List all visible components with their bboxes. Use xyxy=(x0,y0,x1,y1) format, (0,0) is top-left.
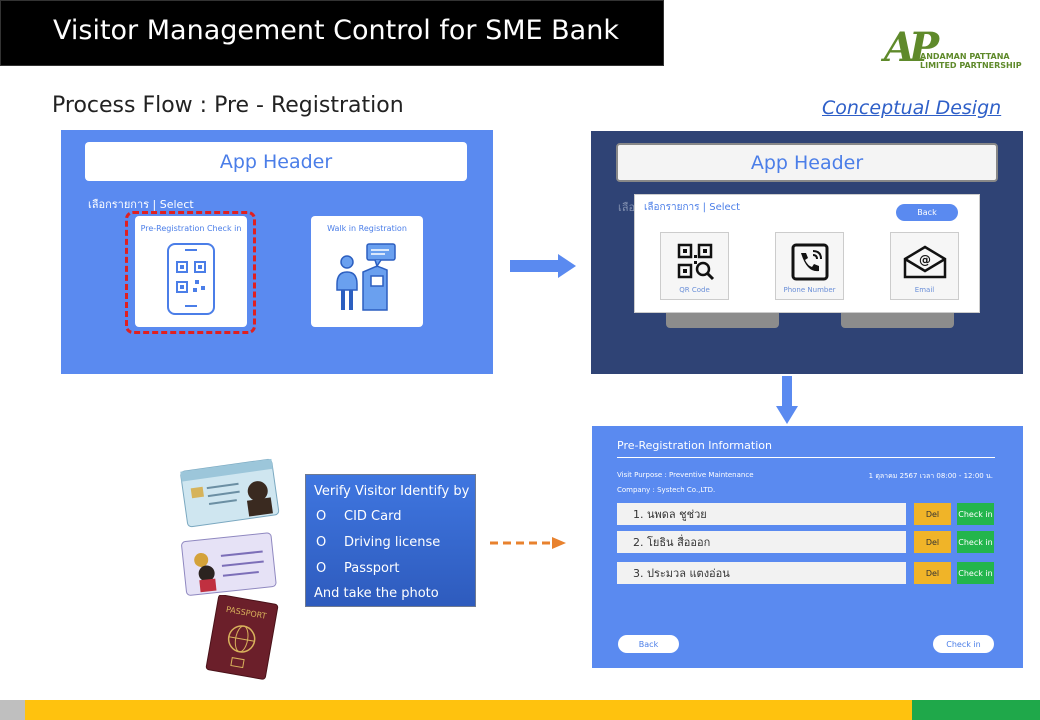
email-option-label: Email xyxy=(914,286,935,294)
logo-line2: LIMITED PARTNERSHIP xyxy=(920,61,1022,70)
verify-bullet: O xyxy=(316,535,327,550)
verify-item-cid: CID Card xyxy=(344,509,402,524)
company-name: Company : Systech Co.,LTD. xyxy=(617,486,716,494)
visitor-row: 1. นพดล ชูช่วย Del Check in xyxy=(617,503,995,525)
dialog-select-label: เลือกรายการ | Select xyxy=(644,202,741,213)
screen3-title: Pre-Registration Information xyxy=(617,439,772,452)
visit-datetime: 1 ตุลาคม 2567 เวลา 08:00 - 12:00 น. xyxy=(868,472,993,480)
dashed-arrow-right xyxy=(490,537,566,549)
row-checkin-button[interactable]: Check in xyxy=(957,531,994,553)
pre-registration-card[interactable]: Pre-Registration Check in xyxy=(135,216,247,327)
walk-in-registration-card[interactable]: Walk in Registration xyxy=(311,216,423,327)
id-card-image xyxy=(180,458,280,528)
phone-qr-icon xyxy=(167,243,215,315)
company-logo: AP ANDAMAN PATTANA LIMITED PARTNERSHIP xyxy=(884,28,1029,76)
slide-title: Visitor Management Control for SME Bank xyxy=(53,15,619,46)
screen1-panel: App Header เลือกรายการ | Select Pre-Regi… xyxy=(61,130,493,374)
qr-code-option[interactable]: QR Code xyxy=(660,232,729,300)
highlight-frame xyxy=(125,211,256,334)
qr-code-option-label: QR Code xyxy=(679,286,710,294)
flow-arrow-down xyxy=(776,376,798,424)
delete-button[interactable]: Del xyxy=(914,562,951,584)
phone-number-option[interactable]: Phone Number xyxy=(775,232,844,300)
visit-purpose: Visit Purpose : Preventive Maintenance xyxy=(617,471,754,479)
passport-image: PASSPORT xyxy=(205,595,279,680)
screen1-app-header: App Header xyxy=(85,142,467,181)
logo-line1: ANDAMAN PATTANA xyxy=(920,52,1010,61)
qr-code-icon xyxy=(677,243,715,281)
screen3-divider xyxy=(617,457,995,458)
contact-method-dialog: เลือกรายการ | Select Back QR Code xyxy=(634,194,980,313)
row-checkin-button[interactable]: Check in xyxy=(957,562,994,584)
id-documents-illustration: PASSPORT xyxy=(178,455,282,680)
delete-button[interactable]: Del xyxy=(914,531,951,553)
visitor-name: 1. นพดล ชูช่วย xyxy=(617,503,906,525)
screen2-panel: App Header เลือ เลือกรายการ | Select Bac… xyxy=(591,131,1023,374)
dialog-back-button[interactable]: Back xyxy=(896,204,958,221)
flow-arrow-right xyxy=(510,254,576,278)
visitor-name: 3. ประมวล แตงอ่อน xyxy=(617,562,906,584)
title-bar: Visitor Management Control for SME Bank xyxy=(0,0,664,66)
phone-icon xyxy=(791,243,829,281)
email-option[interactable]: @ Email xyxy=(890,232,959,300)
screen1-select-label: เลือกรายการ | Select xyxy=(88,198,194,211)
kiosk-person-icon xyxy=(336,243,396,311)
screen2-app-header: App Header xyxy=(616,143,998,182)
conceptual-design-link[interactable]: Conceptual Design xyxy=(822,97,1002,119)
visitor-name: 2. โยธิน สื่อออก xyxy=(617,531,906,553)
screen3-checkin-button[interactable]: Check in xyxy=(933,635,994,653)
driving-license-image xyxy=(181,532,277,596)
visitor-row: 3. ประมวล แตงอ่อน Del Check in xyxy=(617,562,995,584)
logo-letters: AP xyxy=(884,24,939,71)
screen2-select-label-bg: เลือ xyxy=(618,201,636,214)
bottom-bar-green xyxy=(912,700,1040,720)
svg-text:@: @ xyxy=(919,253,931,267)
walk-in-card-title: Walk in Registration xyxy=(327,224,407,233)
phone-number-option-label: Phone Number xyxy=(783,286,836,294)
row-checkin-button[interactable]: Check in xyxy=(957,503,994,525)
email-icon: @ xyxy=(903,245,947,279)
bottom-bar-yellow xyxy=(25,700,912,720)
verify-visitor-box: Verify Visitor Identify by O CID Card O … xyxy=(305,474,476,607)
verify-item-driving: Driving license xyxy=(344,535,441,550)
screen3-back-button[interactable]: Back xyxy=(618,635,679,653)
verify-bullet: O xyxy=(316,561,327,576)
delete-button[interactable]: Del xyxy=(914,503,951,525)
pre-registration-card-title: Pre-Registration Check in xyxy=(140,224,242,233)
process-flow-heading: Process Flow : Pre - Registration xyxy=(52,93,404,118)
screen3-panel: Pre-Registration Information Visit Purpo… xyxy=(592,426,1023,668)
visitor-row: 2. โยธิน สื่อออก Del Check in xyxy=(617,531,995,553)
verify-item-passport: Passport xyxy=(344,561,400,576)
verify-bullet: O xyxy=(316,509,327,524)
verify-footer: And take the photo xyxy=(314,586,439,601)
bottom-bar-gray xyxy=(0,700,25,720)
verify-title: Verify Visitor Identify by xyxy=(314,484,470,499)
